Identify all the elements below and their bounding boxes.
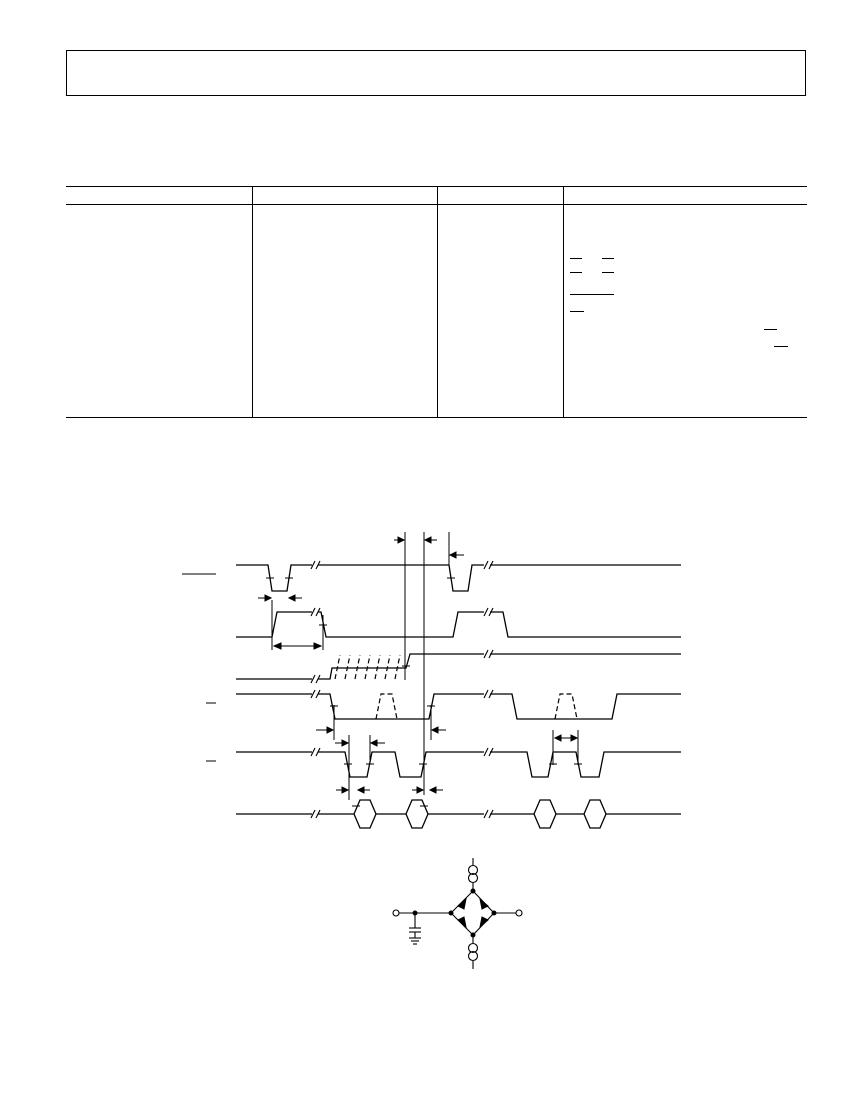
overbar-mark	[602, 258, 614, 259]
bus-eye-1	[318, 799, 377, 829]
table-bottom-rule	[66, 417, 807, 418]
current-source-bottom-icon	[467, 942, 479, 954]
signal-5-right	[490, 751, 681, 778]
overbar-mark	[602, 272, 614, 273]
table-header-rule	[66, 204, 807, 205]
diode-icon	[457, 897, 467, 910]
table-top-rule	[66, 186, 807, 187]
specs-table	[66, 186, 807, 418]
signal-1-mid	[318, 564, 484, 592]
output-terminal	[515, 909, 523, 917]
diode-icon	[479, 897, 489, 910]
signal-4-right	[490, 693, 681, 720]
overbar-mark	[764, 329, 777, 330]
table-col-divider-3	[563, 186, 564, 417]
table-col-divider-1	[252, 186, 253, 417]
signal-2-mid	[318, 611, 484, 638]
overbar-mark	[570, 311, 584, 312]
signal-2-right	[490, 611, 681, 638]
overbar-mark	[570, 272, 582, 273]
input-terminal	[392, 909, 400, 917]
current-source-top-icon	[467, 864, 479, 876]
table-col-divider-2	[437, 186, 438, 417]
overbar-mark	[570, 294, 614, 295]
timing-diagram	[182, 532, 681, 829]
bus-eye-4	[556, 799, 607, 829]
signal-1-left	[236, 564, 312, 592]
overbar-mark	[774, 346, 788, 347]
diode-icon	[457, 916, 467, 929]
bus-eye-2	[376, 799, 429, 829]
header-box	[66, 50, 806, 96]
data-invalid-hatch	[334, 654, 401, 680]
dashed-pulse-2	[554, 693, 578, 720]
signal-4-mid	[318, 693, 484, 720]
dashed-pulse-1	[375, 693, 398, 720]
diode-icon	[479, 916, 489, 929]
signal-3-mid	[318, 653, 484, 680]
signal-2-left	[236, 611, 312, 638]
overbar-mark	[570, 258, 582, 259]
bus-eye-3	[490, 799, 557, 829]
